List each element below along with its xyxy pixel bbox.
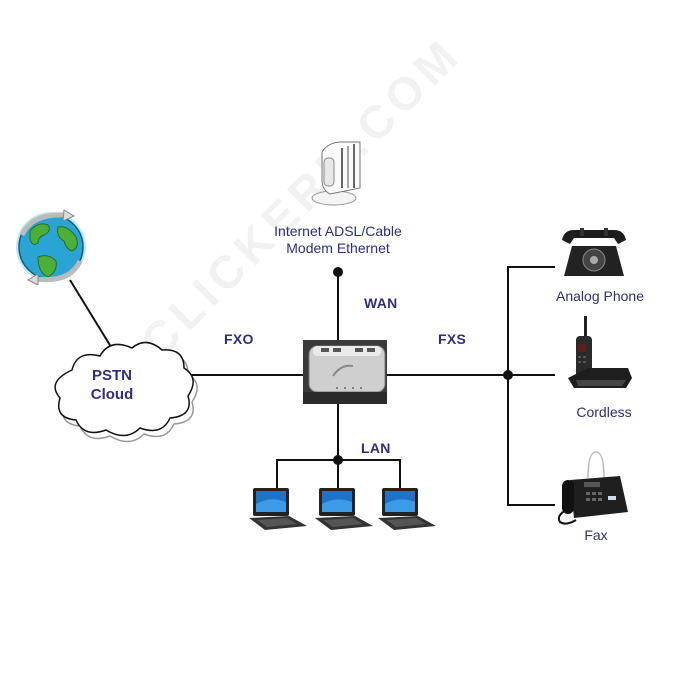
pstn-cloud-label-line2: Cloud bbox=[90, 386, 134, 403]
fax-machine-icon bbox=[557, 451, 628, 525]
fax-label: Fax bbox=[584, 527, 608, 543]
wan-label: WAN bbox=[364, 295, 398, 311]
globe-icon bbox=[16, 209, 86, 285]
cordless-label: Cordless bbox=[576, 404, 632, 420]
analog-phone-label: Analog Phone bbox=[556, 288, 644, 304]
modem-label: Internet ADSL/Cable Modem Ethernet bbox=[263, 223, 413, 257]
fxo-label: FXO bbox=[224, 331, 254, 347]
rotary-phone-icon bbox=[562, 228, 626, 276]
laptop-icon bbox=[315, 488, 373, 530]
lan-label: LAN bbox=[361, 440, 391, 456]
laptop-icon bbox=[249, 488, 307, 530]
wire-fxs-bus bbox=[507, 266, 555, 506]
cloud-icon bbox=[54, 341, 198, 443]
junction-fxs bbox=[503, 370, 513, 380]
voip-gateway-icon bbox=[303, 340, 387, 404]
junction-wan bbox=[333, 267, 343, 277]
wire-globe-to-cloud bbox=[69, 279, 117, 356]
junction-lan bbox=[333, 455, 343, 465]
modem-label-line2: Modem Ethernet bbox=[286, 240, 390, 256]
pstn-cloud-label-line1: PSTN bbox=[91, 367, 132, 384]
modem-label-line1: Internet ADSL/Cable bbox=[274, 223, 402, 239]
fxs-label: FXS bbox=[438, 331, 467, 347]
laptop-icon bbox=[378, 488, 436, 530]
cordless-phone-icon bbox=[568, 316, 632, 388]
modem-icon bbox=[311, 141, 361, 206]
pstn-cloud-label: PSTN Cloud bbox=[72, 366, 152, 404]
